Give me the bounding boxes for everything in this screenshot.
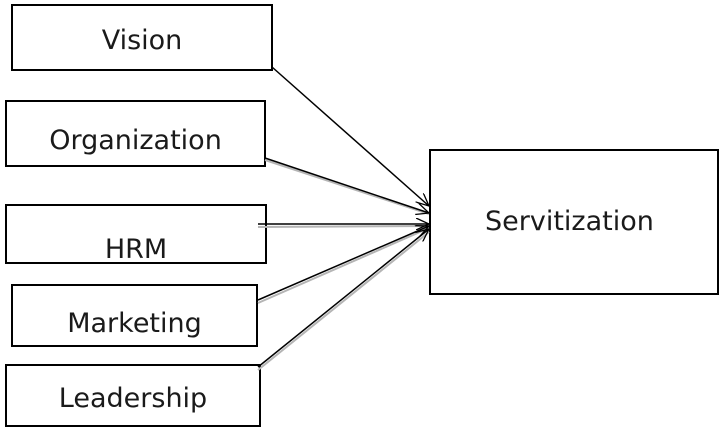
vision-box: Vision [11,4,273,71]
marketing-label: Marketing [67,308,202,339]
arrow-vision-servitization [271,66,429,206]
hrm-box: HRM [5,204,267,264]
hrm-label: HRM [104,234,168,264]
leadership-box: Leadership [5,364,261,427]
arrow-organization-servitization [264,157,429,213]
arrow-leadership-servitization [257,229,429,368]
servitization-label: Servitization [485,206,654,237]
organization-box: Organization [5,100,266,167]
arrow-marketing-servitization [257,226,429,301]
organization-label: Organization [49,125,222,156]
servitization-box: Servitization [429,149,719,295]
leadership-label: Leadership [58,383,208,414]
vision-label: Vision [101,25,183,56]
marketing-box: Marketing [11,284,258,347]
